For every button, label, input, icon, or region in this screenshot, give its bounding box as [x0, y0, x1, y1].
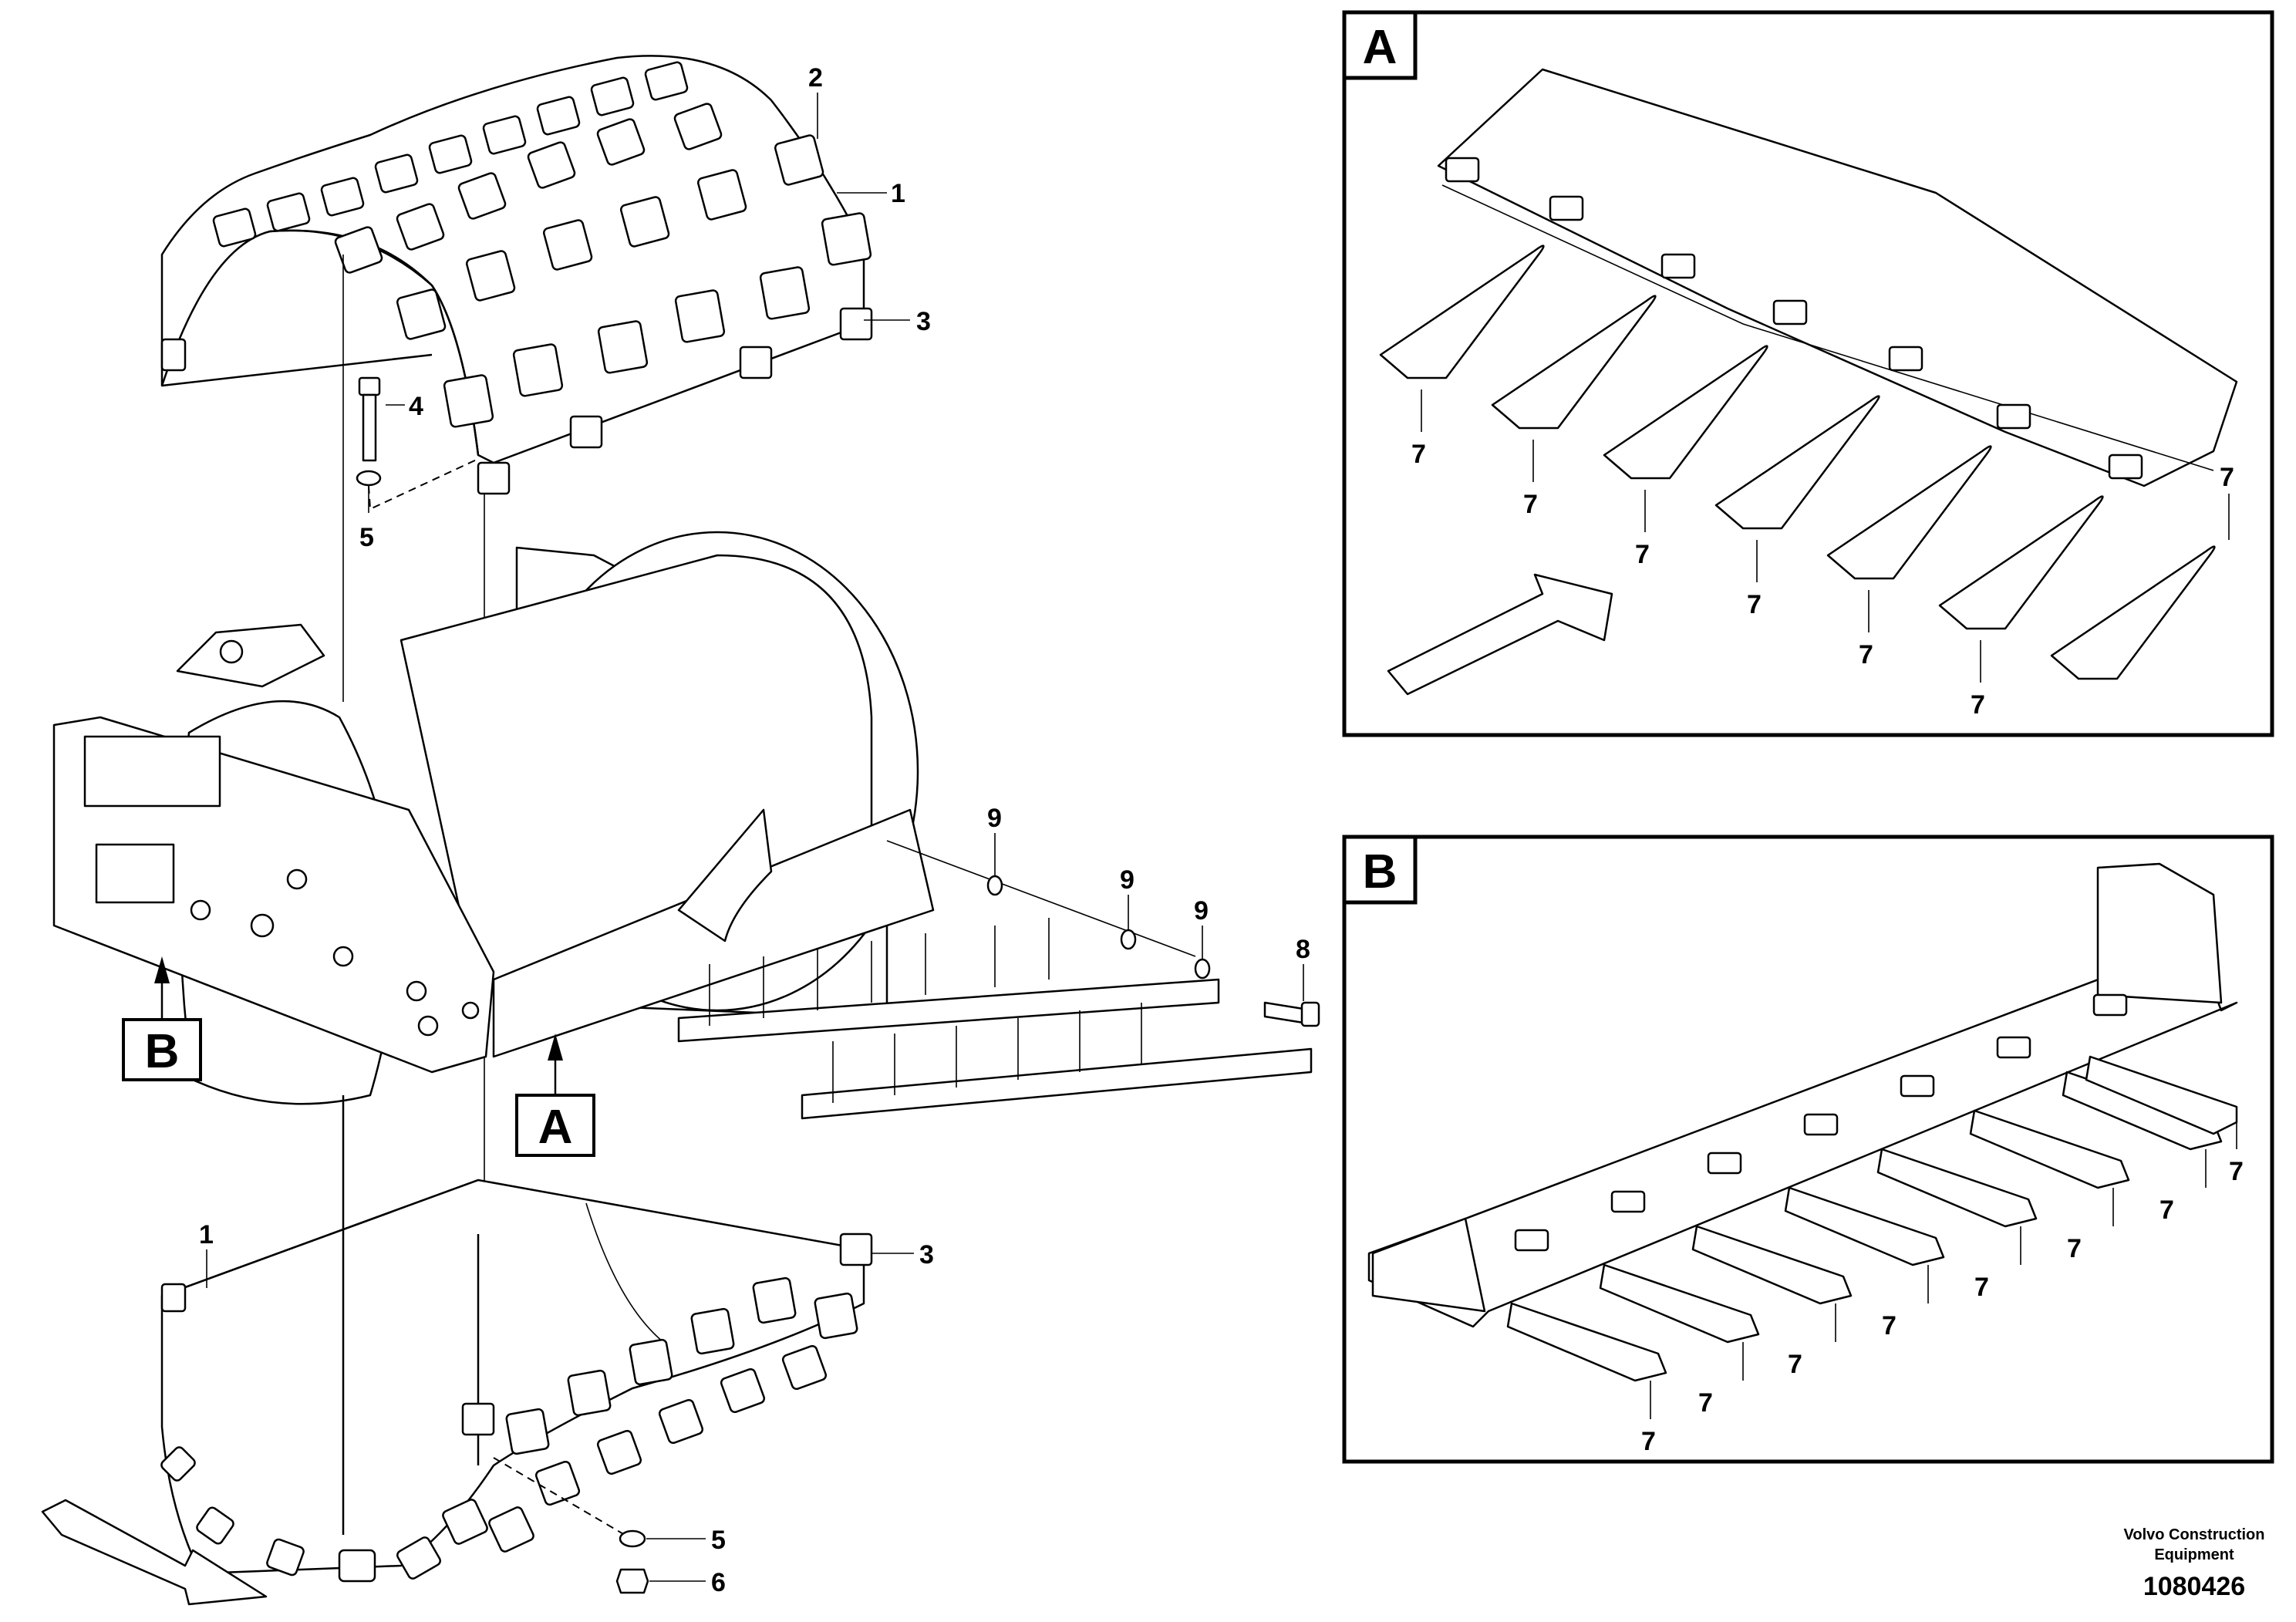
panel-a-letter: A: [1363, 21, 1397, 74]
padfoot-teeth-top: [160, 61, 873, 495]
panel-a-scraper-tips: [1379, 244, 2216, 680]
bolt-8: [1263, 1001, 1320, 1027]
panel-b-callout-8: 7: [2229, 1157, 2244, 1186]
nut-6: [615, 1568, 649, 1594]
panel-b-letter: B: [1363, 845, 1397, 899]
panel-a-callout-1: 7: [1411, 440, 1426, 469]
view-marker-b: B: [122, 956, 202, 1081]
top-padfoot-shell: [160, 55, 873, 495]
view-marker-b-label: B: [145, 1025, 180, 1078]
callout-4: 4: [409, 392, 423, 421]
callout-1-top: 1: [891, 179, 905, 208]
drawing-number: 1080426: [2143, 1572, 2245, 1601]
panel-a-callout-5: 7: [1859, 640, 1873, 669]
callout-9-c: 9: [1194, 896, 1209, 926]
detail-panel-a: A 7 7 7 7 7: [1342, 10, 2274, 737]
drum-frame-assembly: [52, 531, 1196, 1105]
panel-b-callout-6: 7: [2067, 1234, 2082, 1263]
callout-9-a: 9: [987, 804, 1002, 833]
callout-9-b: 9: [1120, 865, 1135, 895]
callout-3-bottom: 3: [919, 1240, 934, 1270]
panel-a-callout-4: 7: [1747, 590, 1762, 619]
panel-b-callout-4: 7: [1882, 1311, 1896, 1340]
washer-5-top: [356, 470, 382, 487]
panel-a-callout-3: 7: [1635, 540, 1650, 569]
panel-a-callout-7: 7: [2220, 463, 2234, 492]
panel-b-callout-3: 7: [1788, 1350, 1802, 1379]
washer-5-bottom: [619, 1529, 646, 1548]
view-marker-a-label: A: [538, 1101, 573, 1154]
company-name-line2: Equipment: [2154, 1546, 2234, 1563]
direction-arrow-bottom: [41, 1499, 268, 1606]
panel-b-callout-2: 7: [1698, 1388, 1713, 1418]
callout-leaders: [206, 93, 1304, 1582]
padfoot-teeth-bottom: [160, 1233, 873, 1583]
callout-8: 8: [1296, 935, 1310, 964]
washers-9: [986, 875, 1211, 980]
panel-a-callout-6: 7: [1971, 690, 1985, 720]
panel-a-clamp-blocks: [1445, 157, 2143, 480]
panel-a-callout-2: 7: [1523, 490, 1538, 519]
panel-b-callout-5: 7: [1974, 1273, 1989, 1302]
callout-6: 6: [711, 1568, 726, 1597]
bottom-padfoot-shell: [160, 1095, 873, 1583]
scraper-plates: [677, 918, 1313, 1120]
callout-3-top: 3: [916, 307, 931, 336]
view-marker-a: A: [515, 1034, 595, 1157]
panel-b-clamp-blocks: [1514, 993, 2128, 1252]
bolt-4: [358, 376, 381, 462]
panel-b-callout-7: 7: [2159, 1195, 2174, 1225]
panel-a-direction-arrow: [1387, 573, 1613, 696]
callout-1-bottom: 1: [199, 1220, 214, 1249]
detail-panel-b: B 7 7 7: [1342, 835, 2274, 1464]
panel-b-callout-1: 7: [1641, 1427, 1656, 1456]
callout-5-top: 5: [359, 523, 374, 552]
callout-2: 2: [808, 63, 823, 93]
callout-5-bottom: 5: [711, 1526, 726, 1555]
panel-b-scraper-tips: [1506, 1055, 2238, 1382]
company-name-line1: Volvo Construction: [2124, 1526, 2265, 1543]
